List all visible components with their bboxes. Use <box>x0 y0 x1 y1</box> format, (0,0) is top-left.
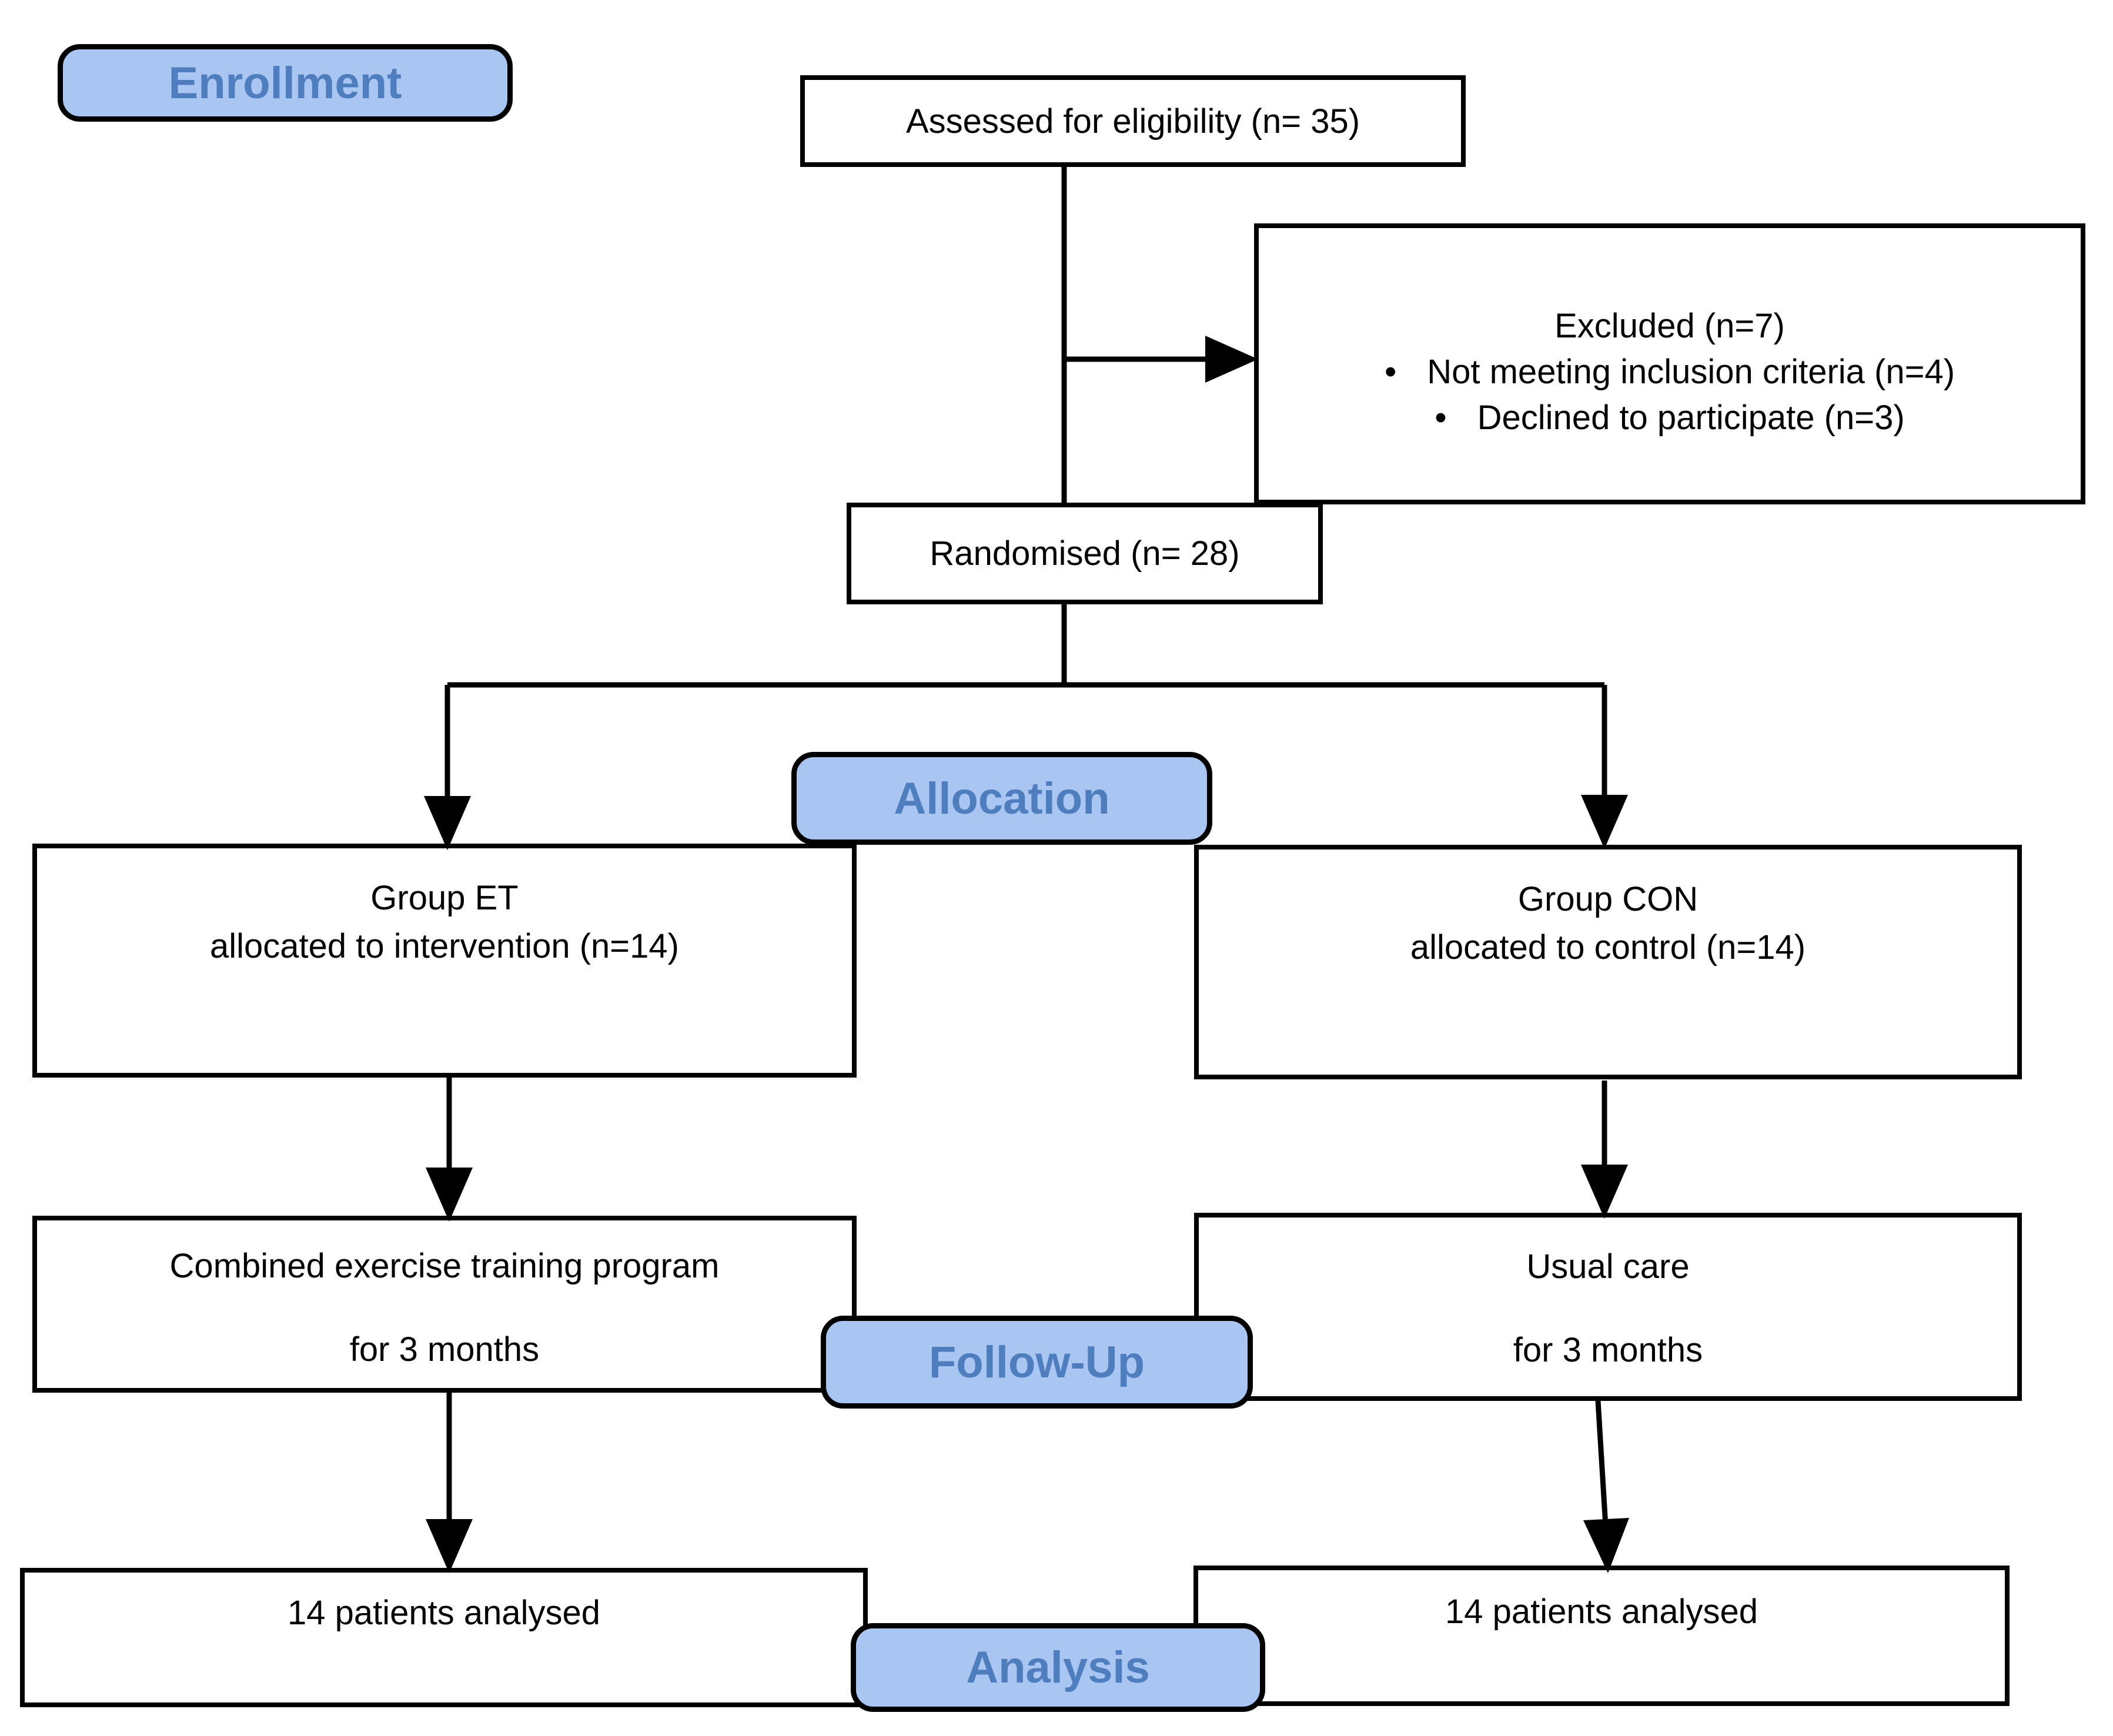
excluded-title: Excluded (n=7) <box>1554 307 1785 345</box>
randomised-text: Randomised (n= 28) <box>930 534 1240 573</box>
et-followup-line2: for 3 months <box>349 1330 540 1369</box>
group-et-box: Group ET allocated to intervention (n=14… <box>32 844 857 1078</box>
group-con-title: Group CON <box>1517 880 1699 918</box>
line-con-to-analysis <box>1595 1400 1609 1527</box>
bullet-icon: • <box>1384 353 1397 391</box>
stage-label-enrollment: Enrollment <box>58 44 513 122</box>
arrowhead-et-analysis <box>426 1519 473 1573</box>
arrowhead-con-followup <box>1581 1165 1628 1219</box>
group-et-title: Group ET <box>370 879 519 917</box>
stage-label-followup: Follow-Up <box>821 1316 1253 1409</box>
arrowhead-con-analysis <box>1583 1518 1629 1573</box>
excluded-bullet-2-text: Declined to participate (n=3) <box>1477 399 1905 437</box>
allocation-label-text: Allocation <box>894 773 1110 824</box>
et-analysis-text: 14 patients analysed <box>287 1594 601 1632</box>
et-analysis-box: 14 patients analysed <box>20 1568 868 1707</box>
con-followup-box: Usual care for 3 months <box>1194 1213 2022 1401</box>
group-et-subtitle: allocated to intervention (n=14) <box>209 927 679 965</box>
arrowhead-excluded <box>1205 336 1258 383</box>
stage-label-analysis: Analysis <box>851 1623 1265 1712</box>
arrowhead-et-followup <box>426 1168 473 1222</box>
group-con-box: Group CON allocated to control (n=14) <box>1194 845 2022 1079</box>
con-followup-line1: Usual care <box>1526 1247 1690 1286</box>
analysis-label-text: Analysis <box>966 1643 1150 1692</box>
group-con-subtitle: allocated to control (n=14) <box>1410 928 1806 966</box>
enrollment-label-text: Enrollment <box>168 58 402 108</box>
excluded-box: Excluded (n=7) • Not meeting inclusion cr… <box>1254 223 2085 504</box>
et-followup-box: Combined exercise training program for 3… <box>32 1216 857 1393</box>
arrowhead-group-et <box>424 796 471 850</box>
excluded-bullet-2: • Declined to participate (n=3) <box>1259 395 2081 441</box>
arrowhead-group-con <box>1581 795 1628 849</box>
excluded-bullet-1: • Not meeting inclusion criteria (n=4) <box>1259 349 2081 395</box>
followup-label-text: Follow-Up <box>928 1337 1145 1387</box>
assessed-eligibility-box: Assessed for eligibility (n= 35) <box>800 75 1466 167</box>
con-followup-line2: for 3 months <box>1513 1331 1703 1369</box>
bullet-icon: • <box>1435 399 1447 437</box>
stage-label-allocation: Allocation <box>791 752 1212 845</box>
con-analysis-box: 14 patients analysed <box>1193 1566 2010 1706</box>
excluded-bullet-1-text: Not meeting inclusion criteria (n=4) <box>1427 353 1955 391</box>
randomised-box: Randomised (n= 28) <box>847 503 1323 604</box>
con-analysis-text: 14 patients analysed <box>1445 1593 1758 1631</box>
et-followup-line1: Combined exercise training program <box>169 1247 720 1285</box>
assessed-eligibility-text: Assessed for eligibility (n= 35) <box>905 102 1360 141</box>
